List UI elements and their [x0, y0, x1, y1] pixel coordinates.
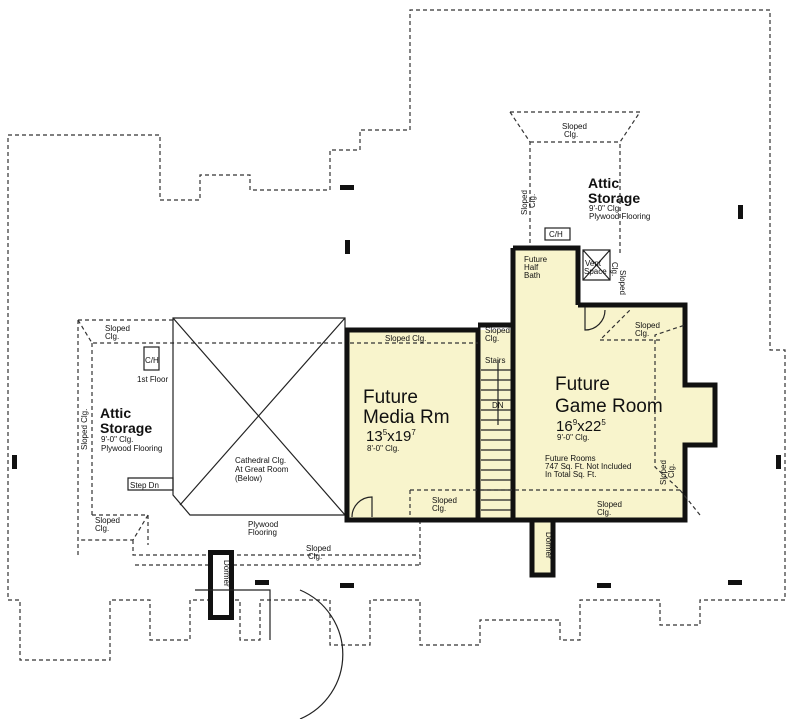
- exterior-outline: [7, 9, 786, 661]
- game-room-note: In Total Sq. Ft.: [545, 470, 596, 479]
- svg-text:Clg.: Clg.: [597, 508, 611, 517]
- cathedral-label: Cathedral Clg.: [235, 456, 286, 465]
- cathedral-ceiling: Cathedral Clg. At Great Room (Below): [172, 317, 346, 516]
- dormer-label: Dormer: [222, 560, 231, 587]
- svg-text:Clg.: Clg.: [528, 194, 537, 208]
- svg-text:Clg.: Clg.: [610, 262, 619, 276]
- ch-unit-left: [143, 346, 160, 371]
- half-bath-label: Future: [524, 255, 548, 264]
- vent-space: [582, 249, 611, 281]
- right-attic-floor: Plywood Flooring: [589, 212, 650, 221]
- dormer-label: Dormer: [544, 532, 553, 559]
- media-room-name: Media Rm: [363, 407, 450, 428]
- svg-text:Clg.: Clg.: [95, 524, 109, 533]
- svg-text:Sloped: Sloped: [520, 190, 529, 215]
- flooring-label: Flooring: [248, 528, 277, 537]
- svg-text:Sloped: Sloped: [562, 122, 587, 131]
- step-dn-label: Step Dn: [130, 481, 159, 490]
- game-door: [584, 307, 606, 331]
- stairs-direction: DN: [492, 401, 504, 410]
- svg-text:Sloped: Sloped: [485, 326, 510, 335]
- left-attic-title: Storage: [100, 420, 152, 436]
- half-bath-label: Bath: [524, 271, 540, 280]
- svg-text:Clg.: Clg.: [105, 332, 119, 341]
- svg-text:Sloped: Sloped: [95, 516, 120, 525]
- game-room-name: Game Room: [555, 396, 663, 417]
- media-door: [351, 496, 373, 518]
- game-room: [513, 305, 715, 520]
- svg-text:Sloped Clg.: Sloped Clg.: [385, 334, 426, 343]
- stairs-label: Stairs: [485, 356, 505, 365]
- dormer-room: [532, 518, 553, 575]
- cathedral-label: At Great Room: [235, 465, 289, 474]
- game-room-note: 747 Sq. Ft. Not Included: [545, 462, 631, 471]
- left-attic-outline: [77, 319, 421, 566]
- svg-text:Sloped: Sloped: [635, 321, 660, 330]
- plywood-label: Plywood: [248, 520, 278, 529]
- ch-unit-right: [544, 227, 571, 241]
- svg-text:Clg.: Clg.: [485, 334, 499, 343]
- svg-text:Sloped Clg.: Sloped Clg.: [80, 409, 89, 450]
- svg-text:Sloped: Sloped: [432, 496, 457, 505]
- ch-label: C/H: [549, 230, 563, 239]
- game-room-dimensions: 169x225: [556, 418, 606, 435]
- svg-text:Sloped: Sloped: [618, 270, 627, 295]
- svg-text:Sloped: Sloped: [306, 544, 331, 553]
- vent-space-label: Space: [584, 267, 607, 276]
- media-room: [347, 330, 478, 520]
- media-room-dimensions: 135x197: [366, 428, 416, 445]
- svg-text:Sloped: Sloped: [597, 500, 622, 509]
- right-attic-title: Attic: [588, 175, 619, 191]
- stair-area: [478, 330, 513, 520]
- game-room-name: Future: [555, 374, 610, 395]
- half-bath-label: Half: [524, 263, 539, 272]
- svg-text:Sloped: Sloped: [105, 324, 130, 333]
- right-attic-title: Storage: [588, 190, 640, 206]
- right-attic-ceiling: 9'-0" Clg.: [589, 204, 621, 213]
- left-attic-floor: Plywood Flooring: [101, 444, 162, 453]
- svg-text:Clg.: Clg.: [564, 130, 578, 139]
- first-floor-label: 1st Floor: [137, 375, 168, 384]
- game-room-ceiling: 9'-0" Clg.: [557, 433, 589, 442]
- svg-text:Clg.: Clg.: [308, 552, 322, 561]
- svg-text:Clg.: Clg.: [635, 329, 649, 338]
- right-attic-outline: [509, 111, 642, 255]
- left-attic-ceiling: 9'-0" Clg.: [101, 435, 133, 444]
- svg-text:Clg.: Clg.: [432, 504, 446, 513]
- vent-space-label: Vent: [585, 259, 602, 268]
- left-attic-title: Attic: [100, 405, 131, 421]
- ch-label: C/H: [145, 356, 159, 365]
- media-room-ceiling: 8'-0" Clg.: [367, 444, 399, 453]
- half-bath: [513, 248, 578, 305]
- wall-markers: [12, 185, 781, 588]
- game-room-note: Future Rooms: [545, 454, 596, 463]
- svg-text:Sloped: Sloped: [659, 460, 668, 485]
- sloped-ceiling-lines: [350, 309, 701, 518]
- front-porch: [195, 589, 344, 719]
- step-outline: [127, 477, 174, 491]
- svg-text:Clg.: Clg.: [667, 464, 676, 478]
- cathedral-label: (Below): [235, 474, 262, 483]
- media-room-name: Future: [363, 387, 418, 408]
